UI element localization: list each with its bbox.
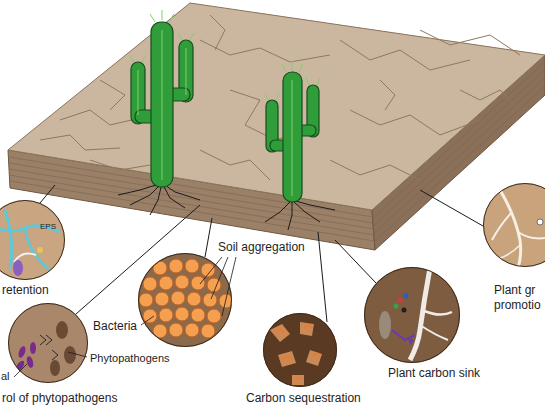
eps-label: EPS [40, 222, 56, 232]
callout-label: Phytopathogens [90, 352, 170, 365]
callout-label: Bacteria [93, 319, 137, 333]
function-label: Soil aggregation [218, 240, 305, 254]
function-circle: rol of phytopathogens [8, 303, 88, 383]
function-circle: Soil aggregation [138, 253, 232, 347]
function-label: Plant carbon sink [388, 366, 480, 380]
function-label: Carbon sequestration [246, 391, 361, 405]
callout-label: al [1, 370, 10, 383]
function-circle: Plant carbon sink [364, 267, 460, 363]
function-label: Plant gr promotio [494, 283, 543, 313]
function-label: rol of phytopathogens [2, 391, 117, 405]
function-circle: Carbon sequestration [263, 313, 337, 387]
function-circle: EPSretention [0, 200, 65, 280]
function-circle: Plant gr promotio [483, 183, 545, 267]
function-label: retention [2, 283, 49, 297]
